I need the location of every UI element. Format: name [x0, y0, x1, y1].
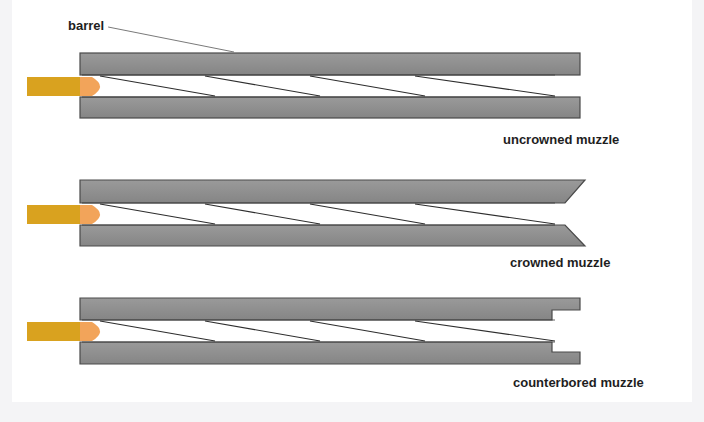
bore-edge: [82, 97, 555, 98]
bore-edge: [82, 320, 555, 321]
rifling-groove: [310, 321, 425, 341]
bore-edge: [82, 75, 555, 76]
rifling-groove: [100, 204, 215, 224]
counterbored-barrel: [27, 298, 580, 364]
rifling-groove: [415, 204, 555, 224]
rifling-groove: [100, 76, 215, 96]
rifling-groove: [415, 321, 555, 341]
muzzle-label: counterbored muzzle: [513, 376, 644, 389]
muzzle-label: crowned muzzle: [510, 256, 610, 269]
bore-edge: [82, 203, 555, 204]
part-label: barrel: [68, 19, 104, 32]
rifling-groove: [205, 321, 320, 341]
cartridge-case: [27, 77, 82, 96]
bullet: [80, 322, 100, 341]
rifling-groove: [310, 76, 425, 96]
uncrowned-barrel: [27, 53, 580, 118]
bore-edge: [82, 342, 555, 343]
rifling-groove: [205, 76, 320, 96]
rifling-groove: [100, 321, 215, 341]
cartridge-case: [27, 322, 82, 341]
bullet: [80, 205, 100, 224]
rifling-groove: [415, 76, 555, 96]
rifling-groove: [310, 204, 425, 224]
bullet: [80, 77, 100, 96]
rifling-groove: [205, 204, 320, 224]
muzzle-label: uncrowned muzzle: [503, 133, 619, 146]
leader-line: [108, 27, 234, 52]
crowned-barrel: [27, 180, 585, 246]
bore-edge: [82, 225, 555, 226]
cartridge-case: [27, 205, 82, 224]
